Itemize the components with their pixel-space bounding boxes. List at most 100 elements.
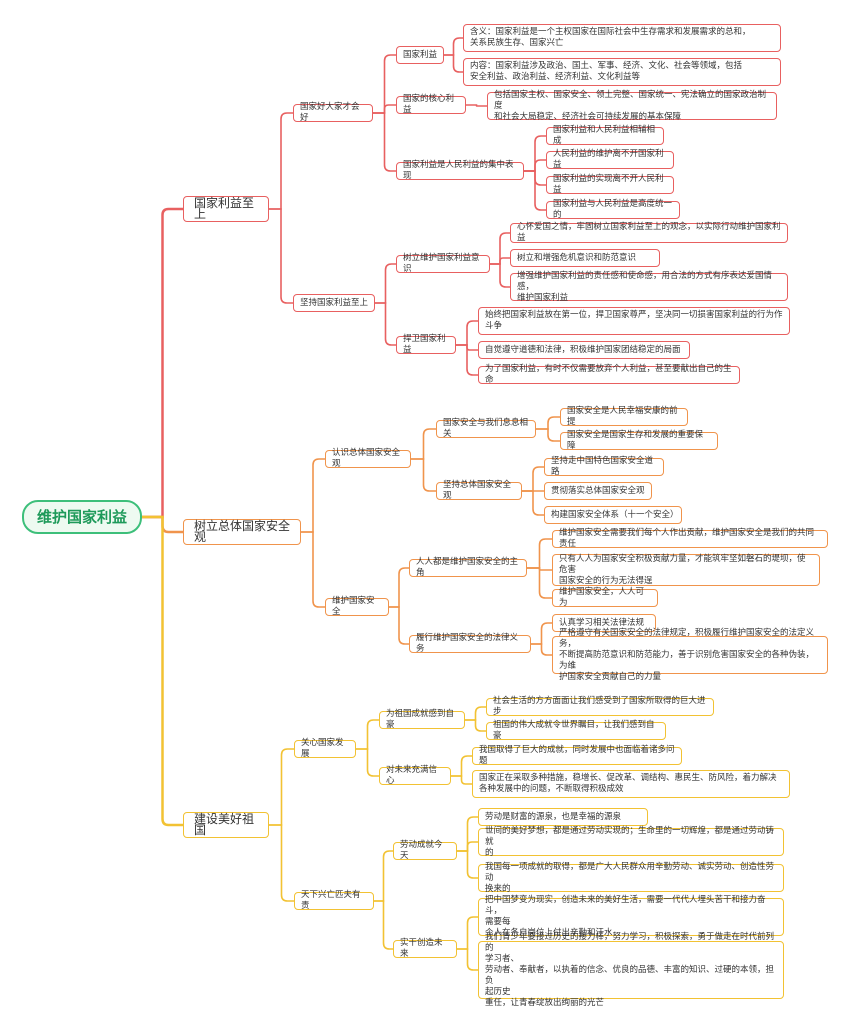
connector-line (457, 850, 478, 879)
connector-line (356, 748, 379, 777)
leaf-item[interactable]: 把中国梦变为现实，创造未来的美好生活，需要一代代人埋头苦干和接力奋斗， 需要每 … (478, 895, 784, 938)
connector-line (457, 948, 478, 971)
topic-responsibility[interactable]: 天下兴亡匹夫有责 (294, 890, 374, 911)
topic-maintain-security[interactable]: 维护国家安全 (325, 596, 389, 617)
connector-line (524, 170, 546, 211)
connector-line (301, 531, 325, 608)
connector-line (522, 466, 544, 492)
topic-security-related[interactable]: 国家安全与我们息息相关 (436, 418, 536, 439)
connector-line (269, 208, 293, 304)
connector-line (456, 344, 478, 376)
connector-line (531, 643, 552, 656)
branch-security-concept[interactable]: 树立总体国家安全观 (183, 519, 301, 545)
connector-line (451, 775, 472, 785)
topic-national-interest[interactable]: 国家利益 (396, 46, 444, 64)
leaf-item[interactable]: 构建国家安全体系（十一个安全） (544, 506, 682, 524)
connector-line (536, 416, 560, 430)
connector-line (375, 302, 396, 346)
topic-confidence[interactable]: 对未来充满信心 (379, 765, 451, 786)
leaf-item[interactable]: 始终把国家利益放在第一位，捍卫国家尊严，坚决同一切损害国家利益的行为作 斗争 (478, 307, 790, 335)
leaf-item[interactable]: 含义：国家利益是一个主权国家在国际社会中生存需求和发展需求的总和， 关系民族生存… (463, 24, 781, 52)
leaf-item[interactable]: 为了国家利益，有时不仅需要放弃个人利益，甚至要献出自己的生命 (478, 364, 740, 385)
leaf-item[interactable]: 坚持走中国特色国家安全道路 (544, 456, 664, 477)
connector-line (301, 458, 325, 533)
leaf-item[interactable]: 我国取得了巨大的成就，同时发展中也面临着诸多问题 (472, 745, 682, 766)
connector-line (457, 841, 478, 852)
topic-proud[interactable]: 为祖国成就感到自豪 (379, 709, 465, 730)
leaf-item[interactable]: 劳动是财富的源泉，也是幸福的源泉 (478, 808, 648, 826)
leaf-item[interactable]: 我们青少年要接过历史的接力棒，努力学习，积极探索，勇于做走在时代前列的 学习者、… (478, 932, 784, 1008)
connector-line (531, 622, 552, 645)
connector-line (457, 916, 478, 950)
connector-line (444, 37, 463, 56)
connector-line (373, 104, 396, 114)
topic-people-interest[interactable]: 国家利益是人民利益的集中表现 (396, 160, 524, 181)
leaf-item[interactable]: 国家安全是国家生存和发展的重要保障 (560, 430, 718, 451)
connector-line (490, 232, 510, 265)
leaf-item[interactable]: 增强维护国家利益的责任感和使命感，用合法的方式有序表达爱国情感， 维护国家利益 (510, 271, 788, 303)
connector-line (465, 719, 486, 732)
connector-line (457, 816, 478, 852)
leaf-item[interactable]: 祖国的伟大成就令世界瞩目，让我们感到自豪 (486, 720, 666, 741)
topic-legal-duty[interactable]: 履行维护国家安全的法律义务 (409, 633, 531, 654)
connector-line (490, 257, 510, 265)
connector-line (444, 54, 463, 73)
connector-line (269, 824, 294, 902)
topic-labor[interactable]: 劳动成就今天 (393, 840, 457, 861)
leaf-item[interactable]: 国家正在采取多种措施，稳增长、促改革、调结构、惠民生、防风险，着力解决 各种发展… (472, 770, 790, 798)
connector-line (466, 104, 487, 107)
leaf-item[interactable]: 严格遵守有关国家安全的法律规定，积极履行维护国家安全的法定义务， 不断提高防范意… (552, 628, 828, 682)
topic-adhere-security[interactable]: 坚持总体国家安全观 (436, 480, 522, 501)
leaf-item[interactable]: 树立和增强危机意识和防范意识 (510, 249, 660, 267)
connector-line (524, 159, 546, 172)
connector-line (411, 458, 436, 492)
topic-core-interest[interactable]: 国家的核心利益 (396, 94, 466, 115)
connector-line (411, 428, 436, 460)
leaf-item[interactable]: 心怀爱国之情，牢固树立国家利益至上的观念，以实际行动维护国家利益 (510, 222, 788, 243)
topic-uphold-interest[interactable]: 坚持国家利益至上 (293, 294, 375, 312)
connector-line (451, 755, 472, 777)
leaf-item[interactable]: 人民利益的维护离不开国家利益 (546, 149, 674, 170)
leaf-item[interactable]: 维护国家安全，人人可为 (552, 587, 658, 608)
connector-line (373, 112, 396, 172)
leaf-item[interactable]: 国家安全是人民幸福安康的前提 (560, 406, 688, 427)
leaf-item[interactable]: 认真学习相关法律法规 (552, 614, 656, 632)
connector-line (456, 320, 478, 346)
topic-defend-interest[interactable]: 捍卫国家利益 (396, 334, 456, 355)
connector-line (389, 567, 409, 608)
leaf-item[interactable]: 社会生活的方方面面让我们感受到了国家所取得的巨大进步 (486, 696, 714, 717)
connector-line (389, 606, 409, 645)
topic-care-development[interactable]: 关心国家发展 (294, 738, 356, 759)
branch-build-motherland[interactable]: 建设美好祖国 (183, 812, 269, 838)
leaf-item[interactable]: 贯彻落实总体国家安全观 (544, 482, 652, 500)
connector-line (536, 428, 560, 442)
topic-country-good[interactable]: 国家好大家才会好 (293, 102, 373, 123)
topic-future[interactable]: 实干创造未来 (393, 938, 457, 959)
connector-line (522, 490, 544, 516)
connector-line (524, 135, 546, 172)
connector-line (374, 900, 393, 950)
leaf-item[interactable]: 自觉遵守道德和法律，积极维护国家团结稳定的局面 (478, 341, 690, 359)
leaf-item[interactable]: 国家利益的实现离不开人民利益 (546, 174, 674, 195)
leaf-item[interactable]: 我国每一项成就的取得，都是广大人民群众用辛勤劳动、诚实劳动、创造性劳动 换来的 (478, 862, 784, 894)
leaf-item[interactable]: 维护国家安全需要我们每个人作出贡献，维护国家安全是我们的共同责任 (552, 528, 828, 549)
connector-line (269, 748, 294, 826)
leaf-item[interactable]: 内容：国家利益涉及政治、国土、军事、经济、文化、社会等领域，包括 安全利益、政治… (463, 58, 781, 86)
connector-line (527, 567, 552, 599)
connector-line (374, 850, 393, 902)
leaf-item[interactable]: 国家利益与人民利益是高度统一的 (546, 199, 680, 220)
connector-line (142, 515, 183, 827)
leaf-item[interactable]: 只有人人为国家安全积极贡献力量，才能筑牢坚如磐石的堤坝，使危害 国家安全的行为无… (552, 554, 820, 586)
topic-awareness[interactable]: 树立维护国家利益意识 (396, 253, 490, 274)
leaf-item[interactable]: 世间的美好梦想，都是通过劳动实现的；生命里的一切辉煌，都是通过劳动铸就 的 (478, 826, 784, 858)
connector-line (465, 706, 486, 721)
topic-understand-security[interactable]: 认识总体国家安全观 (325, 448, 411, 469)
leaf-item[interactable]: 包括国家主权、国家安全、领土完整、国家统一、宪法确立的国家政治制度 和社会大局稳… (487, 90, 777, 122)
connector-line (373, 54, 396, 114)
leaf-item[interactable]: 国家利益和人民利益相辅相成 (546, 125, 664, 146)
connector-line (375, 263, 396, 304)
topic-everyone-protagonist[interactable]: 人人都是维护国家安全的主角 (409, 557, 527, 578)
branch-national-interest[interactable]: 国家利益至上 (183, 196, 269, 222)
root-topic[interactable]: 维护国家利益 (22, 500, 142, 534)
